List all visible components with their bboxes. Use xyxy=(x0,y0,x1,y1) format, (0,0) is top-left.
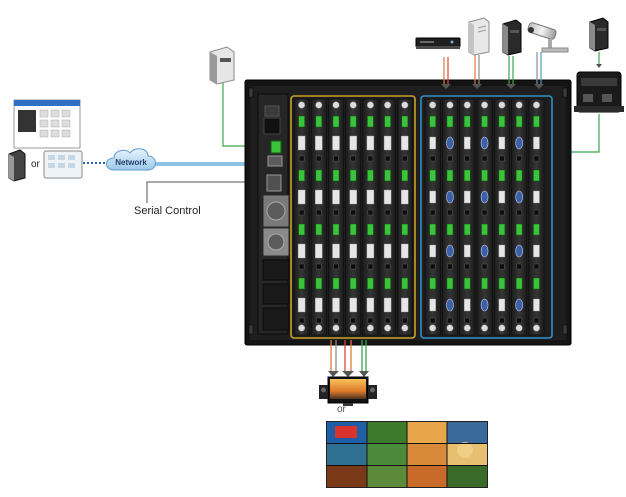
input-card-frame xyxy=(290,95,416,339)
input-card-7 xyxy=(396,98,413,336)
controller-serial-port xyxy=(266,174,282,192)
controller-slot xyxy=(263,117,281,135)
security-camera-icon xyxy=(527,22,569,53)
web-gui-window-icon xyxy=(13,99,81,149)
serial-control-label: Serial Control xyxy=(134,205,201,217)
output-card-2 xyxy=(441,98,458,336)
matrix-chassis xyxy=(244,79,572,346)
serial-control-line xyxy=(146,181,282,203)
input-cards xyxy=(293,98,413,336)
controller-rj45-port xyxy=(267,155,283,167)
desktop-tower-icon-right xyxy=(589,17,609,52)
output-card-5 xyxy=(493,98,510,336)
input-card-4 xyxy=(345,98,362,336)
output-cables xyxy=(328,340,369,377)
mounting-holes xyxy=(248,87,568,335)
empty-slot-covers xyxy=(262,259,290,331)
or-label-left: or xyxy=(31,159,40,170)
speaker-icon xyxy=(319,385,377,399)
network-label: Network xyxy=(115,158,147,167)
output-card-1 xyxy=(424,98,441,336)
output-card-6 xyxy=(511,98,528,336)
output-card-frame xyxy=(420,95,553,339)
desktop-tower-icon-top-left xyxy=(209,46,235,85)
desktop-tower-icon-left xyxy=(8,149,26,182)
output-card-3 xyxy=(459,98,476,336)
input-card-3 xyxy=(328,98,344,336)
controller-usb-port xyxy=(264,105,280,117)
cloud-icon: Network xyxy=(106,148,156,171)
dvd-player-icon xyxy=(415,37,461,49)
desktop-tower-icon-top xyxy=(502,19,522,56)
video-wall-icon xyxy=(326,421,488,488)
extender-box-icon xyxy=(574,71,624,113)
lcd-monitor-icon xyxy=(327,376,369,406)
input-cables xyxy=(441,52,602,89)
controller-green-port xyxy=(270,140,282,154)
input-card-6 xyxy=(379,98,396,336)
output-card-4 xyxy=(476,98,493,336)
server-tower-icon xyxy=(468,17,490,56)
or-label-bottom: or xyxy=(337,404,346,415)
output-cards xyxy=(424,98,545,336)
output-card-7 xyxy=(528,98,545,336)
input-card-1 xyxy=(293,98,310,336)
input-card-5 xyxy=(362,98,379,336)
tablet-icon xyxy=(43,150,83,179)
input-card-2 xyxy=(310,98,327,336)
